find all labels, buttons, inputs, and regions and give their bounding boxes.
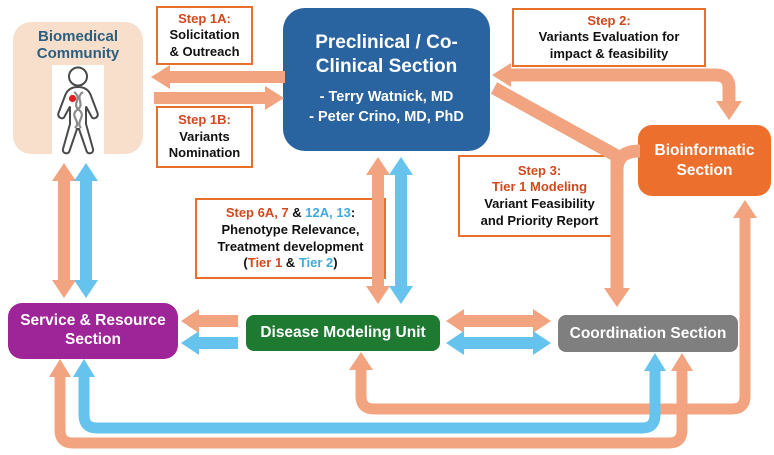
- step-2-line1: Variants Evaluation for: [538, 29, 680, 45]
- step-6-orange-ids: Step 6A, 7: [225, 205, 289, 221]
- bioinformatic-title-line2: Section: [676, 161, 733, 179]
- step-1b-line1: Variants: [179, 128, 230, 144]
- node-preclinical-section: Preclinical / Co- Clinical Section - Ter…: [283, 8, 490, 151]
- disease-modeling-title: Disease Modeling Unit: [260, 324, 426, 341]
- step-6-tier2: Tier 2: [298, 255, 334, 271]
- step-3-line2: and Priority Report: [480, 212, 599, 228]
- step-6-title-line: Step 6A, 7 & 12A, 13:: [226, 205, 355, 222]
- node-bioinformatic-section: Bioinformatic Section: [638, 125, 771, 196]
- arrow-preclinical-dm-blue: [389, 157, 413, 304]
- service-title-line1: Service & Resource: [20, 312, 166, 330]
- step-1a-line1: Solicitation: [169, 27, 240, 43]
- step-3-box: Step 3: Tier 1 Modeling Variant Feasibil…: [458, 155, 621, 237]
- node-biomedical-community: Biomedical Community: [13, 22, 143, 156]
- step-6-box: Step 6A, 7 & 12A, 13: Phenotype Relevanc…: [195, 198, 386, 279]
- arrow-dm-service-blue: [181, 331, 238, 355]
- step-1a-box: Step 1A: Solicitation & Outreach: [156, 6, 253, 65]
- preclinical-title-line1: Preclinical / Co-: [315, 32, 458, 54]
- step-6-blue-ids: 12A, 13: [305, 205, 351, 221]
- step-3-label: Step 3:: [517, 162, 562, 178]
- step-3-line1: Variant Feasibility: [484, 196, 595, 211]
- step-6-amp2: &: [282, 255, 299, 271]
- arrow-dm-coordination-blue: [446, 331, 551, 355]
- arrow-service-coordination-blue-bottom: [73, 353, 666, 434]
- step-6-amp1: &: [288, 205, 306, 221]
- step-6-colon: :: [350, 205, 356, 221]
- arrow-step2-preclinical-bioinformatic: [492, 63, 742, 120]
- person-dna-icon: [52, 64, 104, 156]
- node-coordination-section: Coordination Section: [558, 315, 738, 352]
- step-1a-line2: & Outreach: [169, 43, 240, 59]
- step-3-label2: Tier 1 Modeling: [491, 179, 588, 195]
- arrow-service-coordination-orange-bottom: [49, 353, 693, 449]
- coordination-title: Coordination Section: [569, 324, 727, 342]
- step-2-line2: impact & feasibility: [549, 45, 669, 61]
- preclinical-member-1: - Terry Watnick, MD: [319, 88, 454, 105]
- arrow-biomedical-service-orange: [52, 163, 76, 298]
- step-1b-line2: Nomination: [168, 145, 241, 161]
- step-1a-label: Step 1A:: [178, 10, 231, 26]
- arrow-step1a: [151, 65, 285, 89]
- step-6-line3: Treatment development: [217, 238, 364, 254]
- biomedical-community-title: Biomedical Community: [36, 28, 120, 63]
- node-service-resource-section: Service & Resource Section: [8, 303, 178, 359]
- step-6-tier1: Tier 1: [247, 255, 283, 271]
- step-6-line2: Phenotype Relevance,: [221, 221, 360, 237]
- bioinformatic-title-line1: Bioinformatic: [654, 142, 755, 160]
- node-disease-modeling-unit: Disease Modeling Unit: [246, 315, 440, 351]
- step-1b-label: Step 1B:: [178, 112, 231, 128]
- preclinical-title-line2: Clinical Section: [315, 55, 458, 77]
- arrow-biomedical-service-blue: [74, 163, 98, 298]
- step-6-tier-line: (Tier 1 & Tier 2): [243, 255, 337, 272]
- arrow-dm-service-orange: [181, 309, 238, 333]
- step-2-label: Step 2:: [587, 12, 631, 28]
- step-6-paren-open: (: [243, 255, 248, 271]
- step-6-paren-close: ): [333, 255, 338, 271]
- service-title-line2: Section: [65, 331, 121, 348]
- arrow-dm-coordination-orange: [446, 309, 551, 333]
- preclinical-member-2: - Peter Crino, MD, PhD: [309, 109, 464, 126]
- step-2-box: Step 2: Variants Evaluation for impact &…: [512, 8, 706, 67]
- step-1b-box: Step 1B: Variants Nomination: [156, 106, 253, 168]
